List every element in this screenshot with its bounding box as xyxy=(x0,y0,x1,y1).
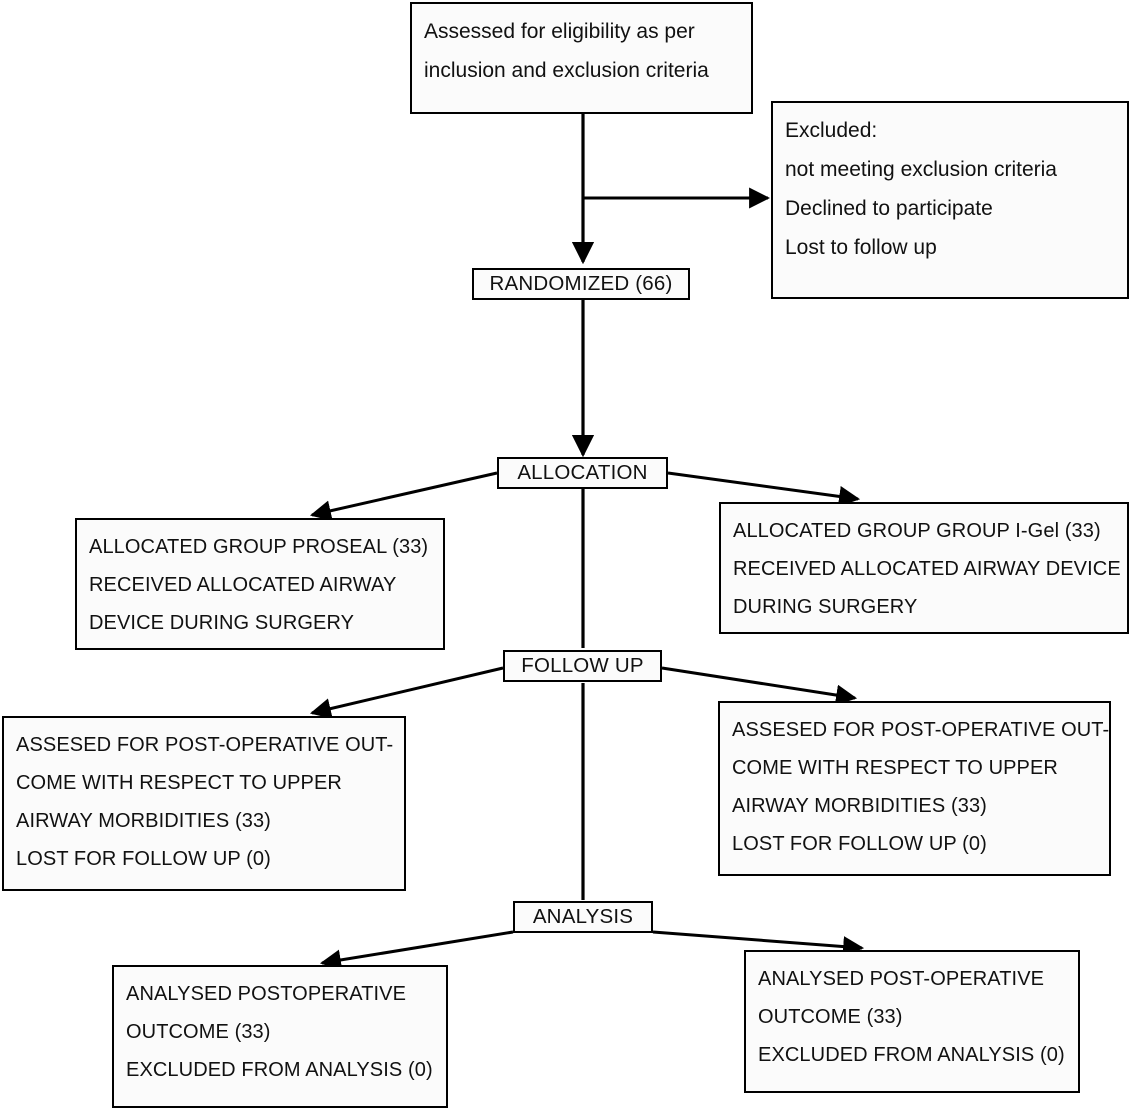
analysed-igel-line-3: EXCLUDED FROM ANALYSIS (0) xyxy=(758,1044,1065,1066)
excluded-line-4: Lost to follow up xyxy=(785,236,937,259)
excluded-line-1: Excluded: xyxy=(785,119,878,142)
followup-igel-line-2: COME WITH RESPECT TO UPPER xyxy=(732,757,1058,779)
analysis-label: ANALYSIS xyxy=(532,904,634,928)
follow-up-stage-box: FOLLOW UP xyxy=(503,650,662,682)
analysed-proseal-line-3: EXCLUDED FROM ANALYSIS (0) xyxy=(126,1059,433,1081)
follow-up-igel-outcome-box: ASSESED FOR POST-OPERATIVE OUT- COME WIT… xyxy=(718,701,1111,876)
followup-igel-line-1: ASSESED FOR POST-OPERATIVE OUT- xyxy=(732,719,1110,741)
analysis-stage-box: ANALYSIS xyxy=(513,901,653,933)
allocated-igel-line-3: DURING SURGERY xyxy=(733,596,918,618)
allocated-igel-line-1: ALLOCATED GROUP GROUP I-Gel (33) xyxy=(733,520,1101,542)
randomized-label: RANDOMIZED (66) xyxy=(489,271,673,295)
connector-analysis-to-proseal-analysed xyxy=(319,930,514,971)
allocated-proseal-line-2: RECEIVED ALLOCATED AIRWAY xyxy=(89,574,397,596)
follow-up-proseal-outcome-box: ASSESED FOR POST-OPERATIVE OUT- COME WIT… xyxy=(2,716,406,891)
analysed-igel-line-1: ANALYSED POST-OPERATIVE xyxy=(758,968,1045,990)
analysed-proseal-box: ANALYSED POSTOPERATIVE OUTCOME (33) EXCL… xyxy=(112,965,448,1108)
connector-followup-to-proseal-outcome xyxy=(309,666,504,719)
followup-igel-line-4: LOST FOR FOLLOW UP (0) xyxy=(732,833,987,855)
connector-allocation-to-proseal xyxy=(309,471,498,522)
follow-up-label: FOLLOW UP xyxy=(521,653,644,677)
followup-proseal-line-4: LOST FOR FOLLOW UP (0) xyxy=(16,848,271,870)
followup-proseal-line-2: COME WITH RESPECT TO UPPER xyxy=(16,772,342,794)
analysed-igel-line-2: OUTCOME (33) xyxy=(758,1006,903,1028)
analysed-proseal-line-2: OUTCOME (33) xyxy=(126,1021,271,1043)
followup-igel-line-3: AIRWAY MORBIDITIES (33) xyxy=(732,795,987,817)
connector-analysis-to-igel-analysed xyxy=(652,930,865,958)
randomized-box: RANDOMIZED (66) xyxy=(472,268,690,300)
eligibility-line-2: inclusion and exclusion criteria xyxy=(424,59,709,82)
excluded-box: Excluded: not meeting exclusion criteria… xyxy=(771,101,1129,299)
allocated-igel-box: ALLOCATED GROUP GROUP I-Gel (33) RECEIVE… xyxy=(719,502,1129,634)
followup-proseal-line-3: AIRWAY MORBIDITIES (33) xyxy=(16,810,271,832)
excluded-line-3: Declined to participate xyxy=(785,197,993,220)
excluded-line-2: not meeting exclusion criteria xyxy=(785,158,1057,181)
connector-allocation-to-igel xyxy=(667,471,861,507)
allocated-proseal-line-1: ALLOCATED GROUP PROSEAL (33) xyxy=(89,536,429,558)
analysed-igel-box: ANALYSED POST-OPERATIVE OUTCOME (33) EXC… xyxy=(744,950,1080,1093)
assessed-for-eligibility-box: Assessed for eligibility as per inclusio… xyxy=(410,2,753,114)
eligibility-line-1: Assessed for eligibility as per xyxy=(424,20,695,43)
connector-followup-to-igel-outcome xyxy=(661,666,858,706)
allocated-proseal-line-3: DEVICE DURING SURGERY xyxy=(89,612,355,634)
allocated-igel-line-2: RECEIVED ALLOCATED AIRWAY DEVICE xyxy=(733,558,1121,580)
analysed-proseal-line-1: ANALYSED POSTOPERATIVE xyxy=(126,983,407,1005)
allocation-label: ALLOCATION xyxy=(517,460,648,484)
followup-proseal-line-1: ASSESED FOR POST-OPERATIVE OUT- xyxy=(16,734,394,756)
allocated-proseal-box: ALLOCATED GROUP PROSEAL (33) RECEIVED AL… xyxy=(75,518,445,650)
allocation-stage-box: ALLOCATION xyxy=(497,457,668,489)
